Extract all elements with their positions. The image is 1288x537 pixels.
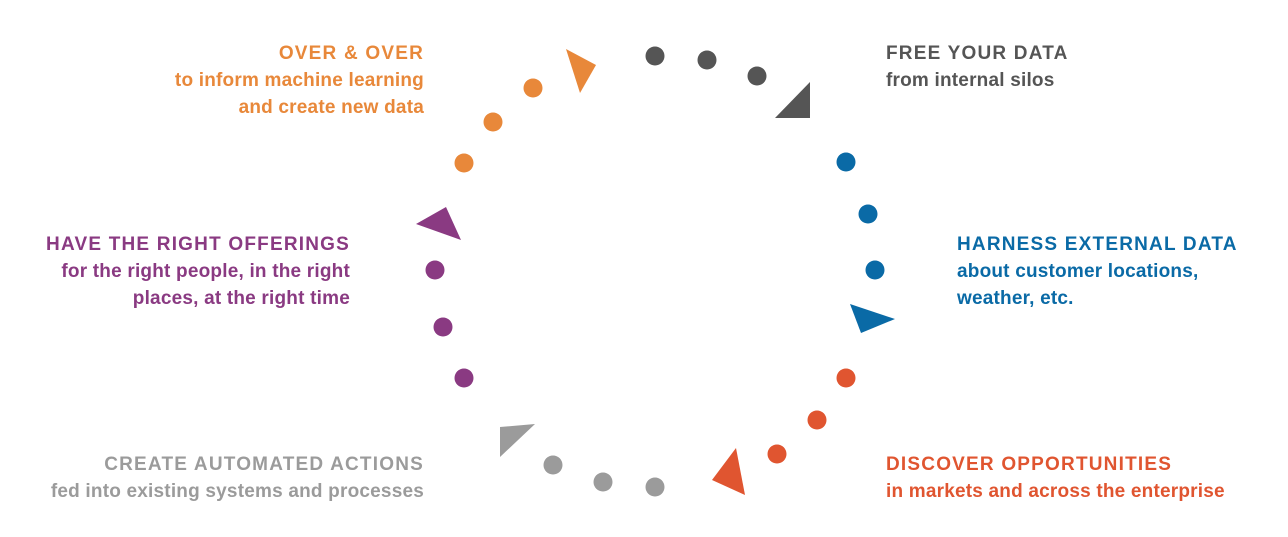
cycle-dot-discover	[836, 368, 856, 388]
cycle-arrow-offerings-icon	[416, 207, 461, 240]
stage-over-subtitle-1: to inform machine learning	[174, 70, 424, 91]
cycle-dot-offerings	[425, 260, 445, 280]
stage-over-subtitle-2: and create new data	[238, 97, 424, 118]
stage-discover-subtitle-1: in markets and across the enterprise	[886, 481, 1225, 502]
stage-harness-subtitle-2: weather, etc.	[957, 288, 1074, 309]
stage-harness-external-data: HARNESS EXTERNAL DATA about customer loc…	[957, 231, 1277, 312]
stage-free-your-data: FREE YOUR DATA from internal silos	[886, 40, 1276, 94]
cycle-dot-over	[523, 78, 543, 98]
cycle-dot-discover	[807, 410, 827, 430]
cycle-dot-create	[543, 455, 563, 475]
cycle-dot-free	[747, 66, 767, 86]
cycle-arrow-discover-icon	[712, 448, 745, 495]
stage-offerings-subtitle-1: for the right people, in the right	[61, 261, 350, 282]
stage-offerings-subtitle-2: places, at the right time	[132, 288, 350, 309]
cycle-arrow-over-icon	[566, 49, 596, 93]
stage-discover-title: DISCOVER OPPORTUNITIES	[886, 454, 1173, 475]
cycle-dot-over	[454, 153, 474, 173]
stage-over-title: OVER & OVER	[278, 43, 424, 64]
cycle-arrow-create-icon	[500, 424, 535, 457]
stage-create-automated-actions: CREATE AUTOMATED ACTIONS fed into existi…	[10, 451, 424, 505]
cycle-dot-harness	[865, 260, 885, 280]
cycle-dot-discover	[767, 444, 787, 464]
cycle-arrow-free-icon	[775, 82, 810, 118]
stage-over-and-over: OVER & OVER to inform machine learning a…	[60, 40, 424, 121]
stage-offerings-title: HAVE THE RIGHT OFFERINGS	[46, 234, 350, 255]
cycle-dot-offerings	[433, 317, 453, 337]
stage-discover-opportunities: DISCOVER OPPORTUNITIES in markets and ac…	[886, 451, 1281, 505]
cycle-arrow-harness-icon	[850, 304, 895, 333]
stage-free-title: FREE YOUR DATA	[886, 43, 1069, 64]
stage-create-title: CREATE AUTOMATED ACTIONS	[104, 454, 424, 475]
cycle-dot-free	[645, 46, 665, 66]
stage-create-subtitle-1: fed into existing systems and processes	[50, 481, 424, 502]
stage-free-subtitle-1: from internal silos	[886, 70, 1055, 91]
cycle-dot-over	[483, 112, 503, 132]
stage-right-offerings: HAVE THE RIGHT OFFERINGS for the right p…	[10, 231, 350, 312]
stage-harness-subtitle-1: about customer locations,	[957, 261, 1199, 282]
cycle-dot-harness	[858, 204, 878, 224]
stage-harness-title: HARNESS EXTERNAL DATA	[957, 234, 1238, 255]
cycle-dot-create	[645, 477, 665, 497]
cycle-dot-create	[593, 472, 613, 492]
cycle-dot-offerings	[454, 368, 474, 388]
cycle-dot-harness	[836, 152, 856, 172]
cycle-dot-free	[697, 50, 717, 70]
